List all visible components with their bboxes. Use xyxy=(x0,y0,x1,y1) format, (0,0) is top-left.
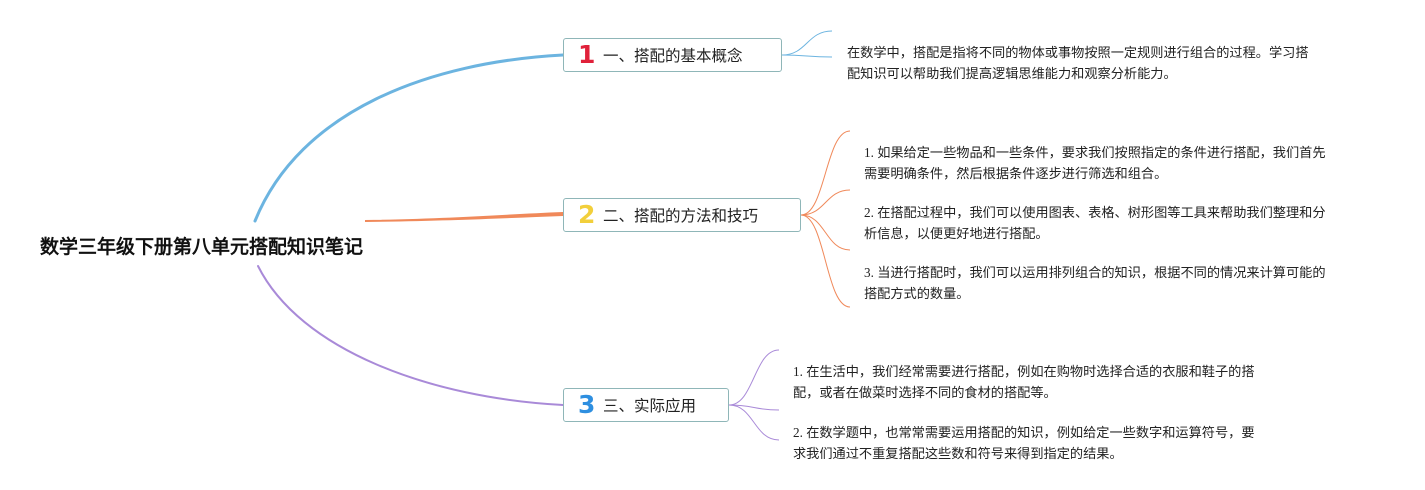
branch-connector-2 xyxy=(365,212,563,222)
central-topic[interactable]: 数学三年级下册第八单元搭配知识笔记 xyxy=(40,236,364,258)
number-two-icon: 2 xyxy=(578,200,596,229)
number-one-icon: 1 xyxy=(578,40,596,69)
note-3-2[interactable]: 2. 在数学题中，也常常需要运用搭配的知识，例如给定一些数字和运算符号，要 求我… xyxy=(793,422,1303,464)
note-line: 1. 如果给定一些物品和一些条件，要求我们按照指定的条件进行搭配，我们首先 xyxy=(864,145,1326,160)
note-connector xyxy=(781,54,833,58)
note-connectors-1 xyxy=(781,30,833,58)
note-2-3[interactable]: 3. 当进行搭配时，我们可以运用排列组合的知识，根据不同的情况来计算可能的 搭配… xyxy=(864,262,1374,304)
branch-topic-1[interactable]: 1 一、搭配的基本概念 xyxy=(563,38,782,72)
note-connector xyxy=(781,30,833,56)
note-line: 配知识可以帮助我们提高逻辑思维能力和观察分析能力。 xyxy=(847,66,1177,81)
note-3-1[interactable]: 1. 在生活中，我们经常需要进行搭配，例如在购物时选择合适的衣服和鞋子的搭 配，… xyxy=(793,361,1303,403)
note-line: 析信息，以便更好地进行搭配。 xyxy=(864,226,1049,241)
note-connector xyxy=(728,404,780,441)
note-line: 在数学中，搭配是指将不同的物体或事物按照一定规则进行组合的过程。学习搭 xyxy=(847,45,1309,60)
branch-topic-2[interactable]: 2 二、搭配的方法和技巧 xyxy=(563,198,801,232)
branch-connector-3 xyxy=(257,265,564,406)
note-line: 搭配方式的数量。 xyxy=(864,286,970,301)
note-2-1[interactable]: 1. 如果给定一些物品和一些条件，要求我们按照指定的条件进行搭配，我们首先 需要… xyxy=(864,142,1374,184)
note-connector xyxy=(800,189,851,216)
branch-label: 三、实际应用 xyxy=(603,397,697,415)
note-connector xyxy=(800,214,851,308)
note-connector xyxy=(800,214,851,251)
note-line: 2. 在数学题中，也常常需要运用搭配的知识，例如给定一些数字和运算符号，要 xyxy=(793,425,1255,440)
note-line: 1. 在生活中，我们经常需要进行搭配，例如在购物时选择合适的衣服和鞋子的搭 xyxy=(793,364,1255,379)
note-line: 2. 在搭配过程中，我们可以使用图表、表格、树形图等工具来帮助我们整理和分 xyxy=(864,205,1326,220)
note-connector xyxy=(800,130,851,216)
note-2-2[interactable]: 2. 在搭配过程中，我们可以使用图表、表格、树形图等工具来帮助我们整理和分 析信… xyxy=(864,202,1374,244)
note-1-1[interactable]: 在数学中，搭配是指将不同的物体或事物按照一定规则进行组合的过程。学习搭 配知识可… xyxy=(847,42,1347,84)
note-line: 3. 当进行搭配时，我们可以运用排列组合的知识，根据不同的情况来计算可能的 xyxy=(864,265,1326,280)
branch-label: 二、搭配的方法和技巧 xyxy=(603,207,759,225)
note-line: 需要明确条件，然后根据条件逐步进行筛选和组合。 xyxy=(864,166,1168,181)
note-connector xyxy=(728,349,780,406)
note-line: 配，或者在做菜时选择不同的食材的搭配等。 xyxy=(793,385,1057,400)
branch-label: 一、搭配的基本概念 xyxy=(603,47,743,65)
note-connectors-2 xyxy=(800,130,851,308)
note-line: 求我们通过不重复搭配这些数和符号来得到指定的结果。 xyxy=(793,446,1123,461)
branch-connector-1 xyxy=(253,53,565,223)
number-three-icon: 3 xyxy=(578,390,596,419)
branch-topic-3[interactable]: 3 三、实际应用 xyxy=(563,388,729,422)
note-connectors-3 xyxy=(728,349,780,441)
